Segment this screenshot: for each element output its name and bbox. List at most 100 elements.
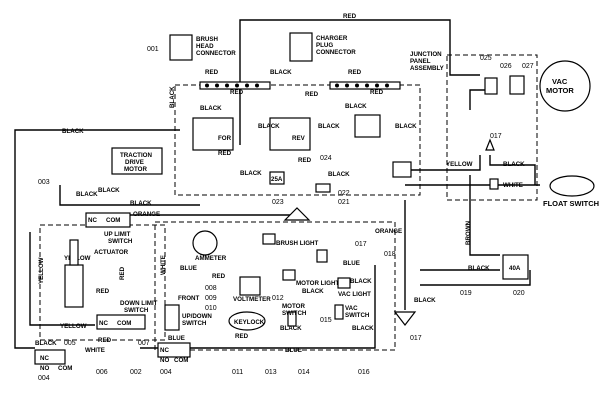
wire-label-blue-2: BLUE [343,260,360,267]
switch-004-com: COM [58,365,72,372]
wire-label-black-6: BLACK [345,103,367,110]
brush-light-label: BRUSH LIGHT [276,240,318,247]
wire-label-orange-2: ORANGE [375,228,402,235]
ammeter [192,230,218,256]
vac-switch [334,304,344,320]
wire-label-blue-ud: BLUE [168,335,185,342]
wire-black-017 [489,155,536,185]
wire-label-black-3: BLACK [258,123,280,130]
ref-010: 010 [205,305,217,312]
for-label: FOR [218,135,232,142]
traction-label-2: DRIVE [125,159,144,166]
wire-label-red-2: RED [348,69,362,76]
brush-light [262,233,276,245]
down-limit-label-1: DOWN LIMIT [120,300,158,307]
float-switch [549,175,595,197]
ammeter-label: AMMETER [195,255,227,262]
ref-014: 014 [298,369,310,376]
wire-label-red-act: RED [96,288,110,295]
ref-009: 009 [205,295,217,302]
switch-004-nc: NC [40,355,49,362]
contactor-rev [269,117,311,151]
wire-label-blue-3: BLUE [285,347,302,354]
ref-017-top: 017 [490,133,502,140]
wire-label-red-4: RED [230,89,244,96]
wire-label-black-2: BLACK [200,105,222,112]
ref-004: 004 [38,375,50,382]
ref-022: 022 [338,190,350,197]
float-switch-label: FLOAT SWITCH [543,199,599,208]
ref-019: 019 [460,290,472,297]
switch-002-no: NO [160,357,169,364]
down-limit-switch [96,314,146,330]
wire-black-40a-low [420,270,531,286]
charger-plug-label-1: CHARGER [316,35,348,42]
float-switch-arrow [485,138,495,151]
wire-label-yellow-right: YELLOW [446,161,473,168]
vac-light [337,277,351,289]
charger-plug-label-2: PLUG [316,42,333,49]
front-label: FRONT [178,295,200,302]
keylock-label: KEYLOCK [234,319,265,326]
vac-switch-label-1: VAC [345,305,358,312]
voltmeter-label: VOLTMETER [233,296,271,303]
switch-004 [34,349,66,365]
wire-003-black [59,185,200,206]
motor-switch-label-2: SWITCH [282,310,307,317]
wire-label-black-13: BLACK [280,325,302,332]
brush-head-label-2: HEAD [196,43,214,50]
junction-panel-outline [174,84,421,196]
wire-label-black-low: BLACK [35,340,57,347]
wire-label-black-vert: BLACK [169,86,176,108]
rev-label: REV [292,135,306,142]
wire-label-black-10: BLACK [414,297,436,304]
wire-label-red-1: RED [205,69,219,76]
wire-left-black [14,129,180,349]
panel-connector [316,249,328,263]
ref-025: 025 [480,55,492,62]
wire-label-white-right: WHITE [503,182,523,189]
relay-right [354,114,381,138]
ref-008: 008 [205,285,217,292]
brush-head-label-3: CONNECTOR [196,50,236,57]
wire-label-red-7: RED [298,157,312,164]
down-limit-nc: NC [99,320,108,327]
ref-017-bottom: 017 [410,335,422,342]
actuator-label: ACTUATOR [94,249,129,256]
wire-label-black-11: BLACK [350,278,372,285]
terminal-strip-right [329,81,401,90]
wire-label-white-low: WHITE [85,347,105,354]
switch-002-nc: NC [160,347,169,354]
ref-021: 021 [338,199,350,206]
wire-label-black-40a: BLACK [468,265,490,272]
wire-yellow-right [405,155,481,171]
vac-plug-mate [509,75,525,95]
wire-label-black-10b: BLACK [98,187,120,194]
keylock [228,311,266,331]
voltmeter-square [239,276,261,296]
up-down-label-2: SWITCH [182,320,207,327]
ref-013: 013 [265,369,277,376]
relay-017 [392,161,412,178]
breaker-40a [502,254,529,280]
down-limit-com: COM [117,320,131,327]
wire-label-red-6: RED [218,150,232,157]
switch-002-com: COM [174,357,188,364]
charger-plug-label-3: CONNECTOR [316,49,356,56]
vac-motor-label-2: MOTOR [546,86,574,95]
wire-label-red-9: RED [235,333,249,340]
wire-label-yellow-low: YELLOW [60,323,87,330]
ref-003: 003 [38,179,50,186]
ref-017-mid: 017 [355,241,367,248]
contactor-for [192,117,234,151]
wire-label-orange: ORANGE [133,211,160,218]
wire-top-red [239,19,480,145]
wire-label-yellow-vert: YELLOW [38,257,45,284]
arrow-017-bottom [393,311,417,326]
wire-label-black-9: BLACK [130,200,152,207]
up-limit-label-1: UP LIMIT [104,231,131,238]
ref-026: 026 [500,63,512,70]
arrow-017-mid [283,207,311,221]
ref-006: 006 [96,369,108,376]
